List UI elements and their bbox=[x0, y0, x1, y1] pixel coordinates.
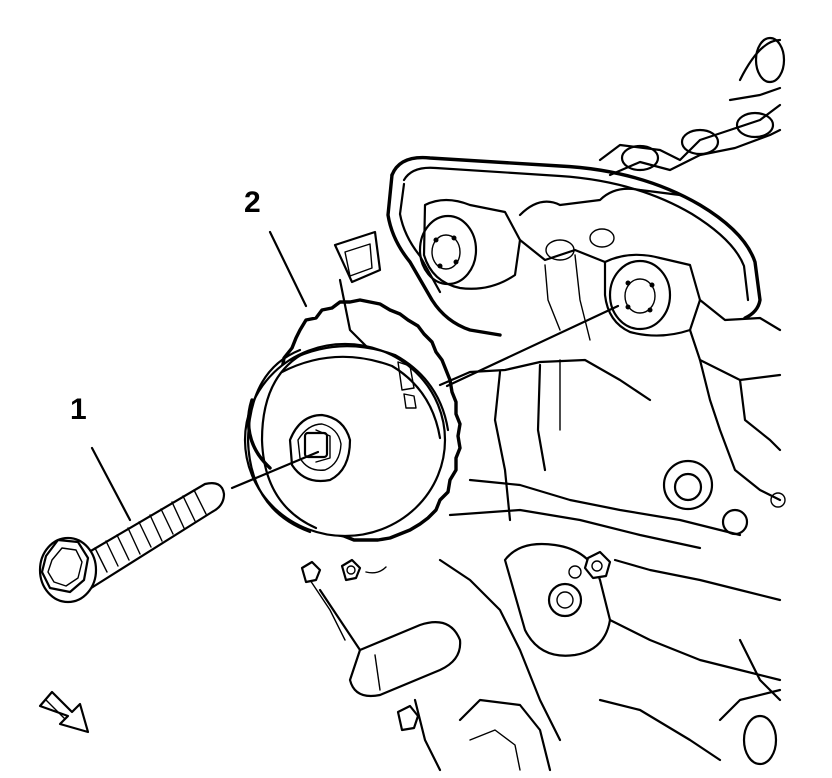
engine-block bbox=[300, 36, 786, 772]
camshaft-actuator-sprocket bbox=[243, 298, 462, 542]
alignment-line-cam bbox=[445, 304, 620, 388]
alignment-line-bolt bbox=[230, 450, 320, 490]
actuator-bolt bbox=[38, 482, 226, 604]
callout-1-leader bbox=[90, 446, 132, 522]
callout-1-label: 1 bbox=[70, 393, 87, 426]
direction-arrow-icon bbox=[38, 690, 90, 734]
callout-2-label: 2 bbox=[244, 186, 261, 219]
callout-2-leader bbox=[268, 230, 308, 308]
